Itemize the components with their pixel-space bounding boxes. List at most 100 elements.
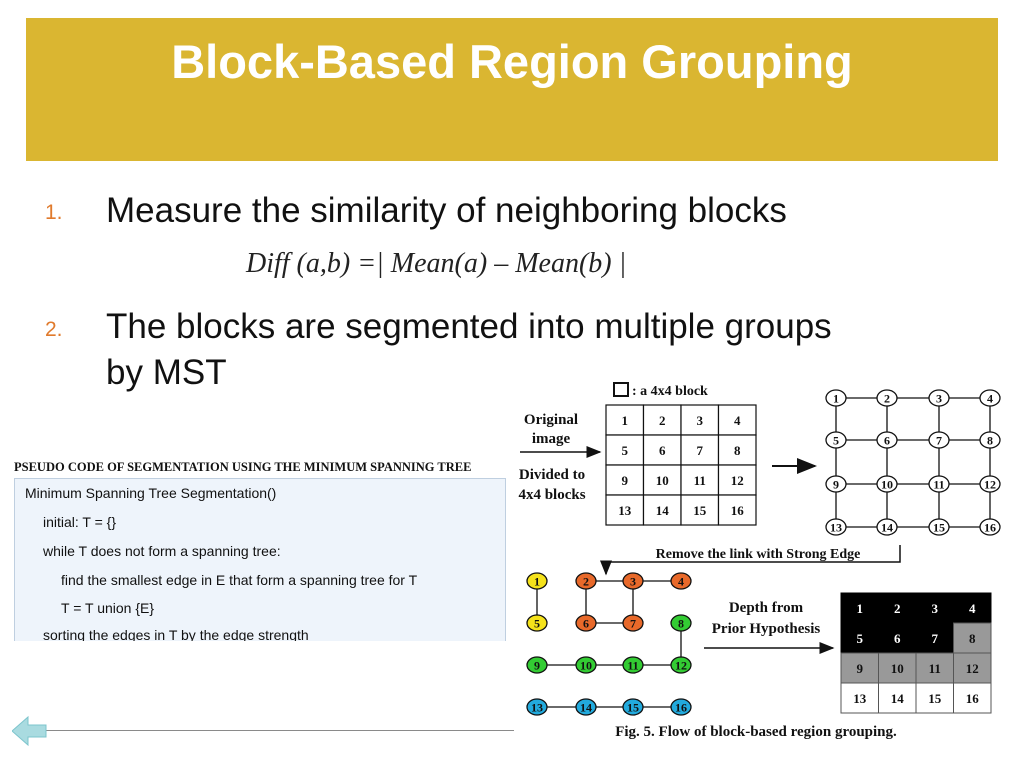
grouped-node — [575, 698, 597, 716]
depth-cell — [953, 652, 992, 684]
graph-node-label: 7 — [936, 434, 942, 448]
graph-node — [825, 389, 847, 407]
grouped-node — [622, 614, 644, 632]
graph-node-label: 12 — [984, 478, 996, 492]
figure-caption: Fig. 5. Flow of block-based region group… — [615, 724, 897, 740]
grid-cell-label: 9 — [622, 473, 629, 488]
region-grouping-figure: : a 4x4 block Original image Divided to … — [518, 382, 1001, 740]
grid-cell — [642, 434, 682, 466]
depth-cell-label: 6 — [894, 631, 901, 646]
divided-blocks-label: 4x4 blocks — [518, 487, 585, 503]
grouped-node — [622, 656, 644, 674]
depth-cell-label: 15 — [928, 691, 942, 706]
graph-node-label: 9 — [833, 478, 839, 492]
grouped-node-label: 8 — [678, 617, 684, 631]
grouped-node — [622, 572, 644, 590]
grid-cell — [605, 494, 645, 526]
graph-node-label: 15 — [933, 521, 945, 535]
graph-node-label: 16 — [984, 521, 996, 535]
pseudocode-line: sorting the edges in T by the edge stren… — [43, 627, 309, 641]
grouped-node — [575, 614, 597, 632]
grouped-node — [526, 698, 548, 716]
block-legend-swatch — [613, 382, 629, 397]
depth-cell — [878, 682, 917, 714]
graph-node-label: 11 — [933, 478, 944, 492]
depth-cell — [840, 622, 879, 654]
grid-cell-label: 16 — [731, 503, 745, 518]
grouped-node — [526, 614, 548, 632]
pseudocode-line: initial: T = {} — [43, 514, 117, 530]
bullet-number: 1. — [45, 201, 63, 224]
grouped-node — [670, 572, 692, 590]
depth-cell-label: 12 — [966, 661, 979, 676]
pseudocode-line: Minimum Spanning Tree Segmentation() — [25, 485, 277, 501]
graph-node-label: 10 — [881, 478, 893, 492]
grid-cell-label: 8 — [734, 443, 741, 458]
divided-blocks-label: Divided to — [519, 467, 585, 483]
graph-node — [876, 431, 898, 449]
graph-node-label: 13 — [830, 521, 842, 535]
depth-cell — [953, 682, 992, 714]
grid-cell-label: 11 — [694, 473, 706, 488]
original-image-label: Original — [524, 412, 578, 428]
diff-formula: Diff (a,b) =| Mean(a) – Mean(b) | — [246, 248, 627, 279]
graph-node — [928, 518, 950, 536]
depth-cell-label: 9 — [857, 661, 864, 676]
footer-divider — [44, 730, 514, 731]
grouped-node-label: 12 — [675, 659, 687, 673]
grouped-node — [575, 656, 597, 674]
grouped-node-label: 2 — [583, 575, 589, 589]
depth-cell-label: 14 — [891, 691, 905, 706]
graph-node-label: 8 — [987, 434, 993, 448]
grid-cell — [680, 464, 720, 496]
graph-node — [928, 475, 950, 493]
graph-node-label: 3 — [936, 392, 942, 406]
graph-node-label: 6 — [884, 434, 890, 448]
grouped-node-label: 14 — [580, 701, 592, 715]
grid-cell-label: 2 — [659, 413, 666, 428]
graph-node — [979, 389, 1001, 407]
grid-cell — [680, 404, 720, 436]
grid-cell-label: 12 — [731, 473, 744, 488]
grouped-node — [526, 656, 548, 674]
graph-node — [825, 475, 847, 493]
bullet-text-continued: by MST — [106, 353, 227, 392]
depth-cell-label: 4 — [969, 601, 976, 616]
bullet-text: The blocks are segmented into multiple g… — [106, 307, 832, 346]
grouped-node — [670, 656, 692, 674]
grouped-node-label: 6 — [583, 617, 589, 631]
grouped-node-label: 10 — [580, 659, 592, 673]
depth-label: Prior Hypothesis — [712, 621, 821, 637]
grid-cell — [717, 494, 757, 526]
grid-cell — [717, 464, 757, 496]
graph-node — [979, 475, 1001, 493]
grid-cell-label: 1 — [622, 413, 629, 428]
graph-node-label: 1 — [833, 392, 839, 406]
depth-cell-label: 7 — [932, 631, 939, 646]
depth-cell — [878, 652, 917, 684]
depth-cell — [953, 592, 992, 624]
depth-cell — [915, 622, 954, 654]
depth-cell-label: 5 — [857, 631, 864, 646]
pseudocode-line: T = T union {E} — [61, 600, 155, 616]
graph-node — [876, 475, 898, 493]
grouped-node-label: 15 — [627, 701, 639, 715]
back-arrow-icon[interactable] — [12, 714, 48, 748]
depth-cell — [840, 592, 879, 624]
grid-cell — [605, 404, 645, 436]
grouped-node — [575, 572, 597, 590]
grouped-node — [670, 614, 692, 632]
title-banner — [26, 18, 998, 161]
depth-cell — [840, 652, 879, 684]
grouped-node-label: 11 — [627, 659, 638, 673]
depth-cell-label: 2 — [894, 601, 901, 616]
bullet-text: Measure the similarity of neighboring bl… — [106, 191, 787, 230]
graph-node-label: 14 — [881, 521, 893, 535]
graph-node — [928, 389, 950, 407]
graph-node — [979, 431, 1001, 449]
grid-cell-label: 6 — [659, 443, 666, 458]
